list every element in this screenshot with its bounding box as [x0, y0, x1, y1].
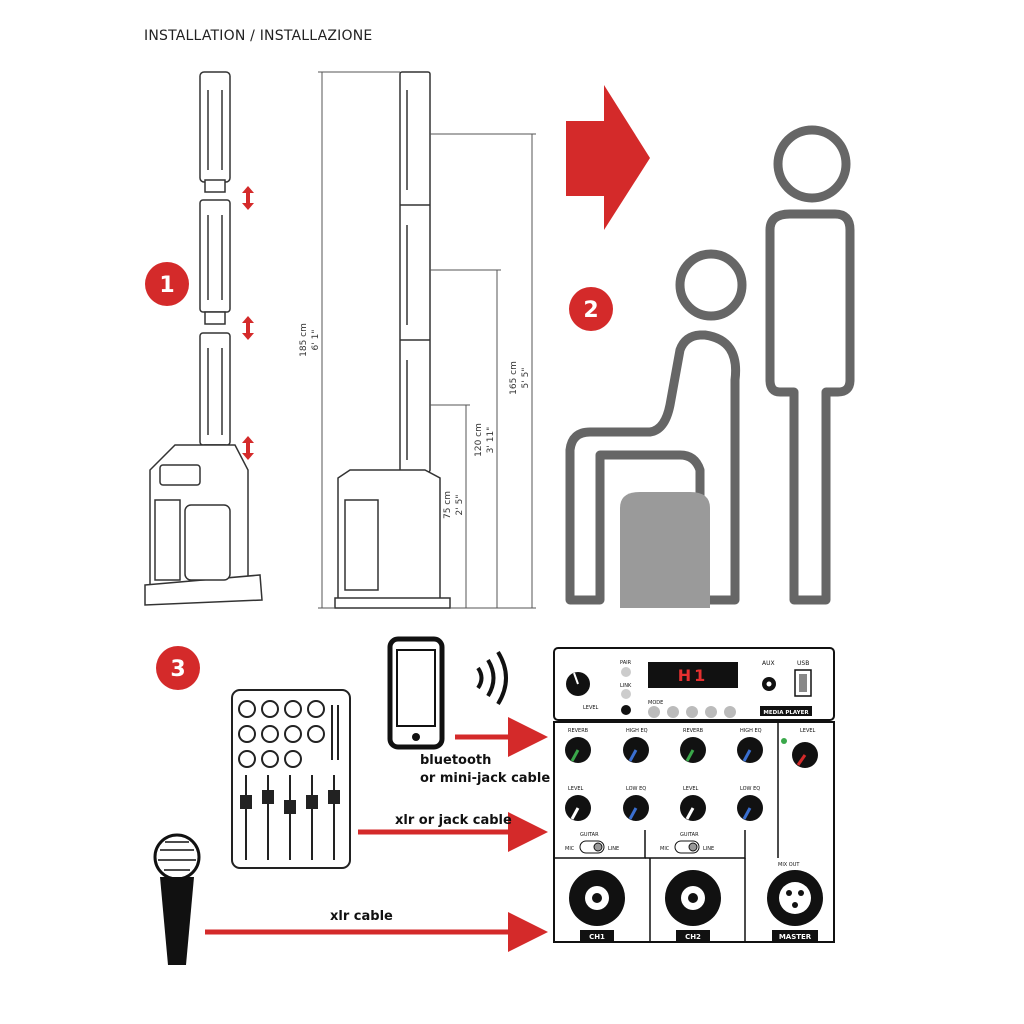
svg-text:LEVEL: LEVEL: [683, 786, 699, 792]
aux-jack-icon: [762, 677, 776, 691]
mode-label: MODE: [648, 700, 663, 706]
connection-labels: bluetooth or mini-jack cable xlr or jack…: [330, 753, 550, 924]
svg-text:HIGH EQ: HIGH EQ: [740, 728, 762, 734]
svg-text:3' 11": 3' 11": [486, 427, 496, 454]
svg-text:165 cm: 165 cm: [509, 361, 519, 395]
exploded-column: [144, 71, 263, 606]
media-level-label: LEVEL: [583, 705, 599, 711]
microphone-icon: [153, 833, 201, 965]
svg-text:HIGH EQ: HIGH EQ: [626, 728, 648, 734]
svg-text:xlr cable: xlr cable: [330, 909, 393, 924]
ch2-combo-jack-icon: [665, 870, 721, 926]
svg-text:bluetooth: bluetooth: [420, 753, 491, 768]
mixer-icon: [231, 689, 351, 869]
svg-text:MEDIA PLAYER: MEDIA PLAYER: [763, 710, 809, 716]
assembly-arrows: [242, 186, 254, 460]
svg-text:LOW EQ: LOW EQ: [740, 786, 760, 792]
step-2-badge: 2: [569, 287, 613, 331]
svg-text:MASTER: MASTER: [779, 933, 812, 941]
svg-text:or mini-jack cable: or mini-jack cable: [420, 771, 550, 786]
connection-arrows: [205, 717, 548, 952]
svg-text:CH1: CH1: [589, 933, 605, 941]
svg-text:CH2: CH2: [685, 933, 701, 941]
dimension-lines: [318, 71, 536, 609]
dimension-labels: 185 cm 6' 1" 165 cm 5' 5" 120 cm 3' 11" …: [299, 323, 531, 519]
smartphone-icon: [387, 636, 445, 750]
svg-text:LOW EQ: LOW EQ: [626, 786, 646, 792]
stool: [620, 492, 710, 608]
link-label: LINK: [620, 683, 632, 689]
svg-text:REVERB: REVERB: [683, 728, 704, 734]
svg-text:1: 1: [159, 273, 174, 298]
media-level-knob: [566, 672, 590, 696]
svg-text:185 cm: 185 cm: [299, 323, 309, 357]
svg-text:GUITAR: GUITAR: [680, 832, 699, 838]
pair-led: [621, 667, 631, 677]
usb-port-icon: [794, 669, 812, 697]
svg-text:LINE: LINE: [608, 846, 619, 852]
mic-line-switches: [579, 840, 700, 854]
page-title: INSTALLATION / INSTALLAZIONE: [144, 28, 373, 44]
svg-text:6' 1": 6' 1": [311, 330, 321, 351]
big-red-arrow: [566, 85, 650, 230]
master-xlr-out-icon: [767, 870, 823, 926]
pair-label: PAIR: [620, 660, 632, 666]
usb-label: USB: [797, 660, 809, 667]
svg-text:REVERB: REVERB: [568, 728, 589, 734]
panel-labels: REVERB HIGH EQ REVERB HIGH EQ LEVEL LEVE…: [565, 728, 816, 868]
step-1-badge: 1: [145, 262, 189, 306]
bluetooth-icon: [621, 705, 631, 715]
standing-person-icon: [765, 125, 855, 605]
svg-text:2' 5": 2' 5": [455, 495, 465, 516]
svg-text:75 cm: 75 cm: [443, 491, 453, 519]
svg-text:LEVEL: LEVEL: [568, 786, 584, 792]
signal-led: [781, 738, 787, 744]
aux-label: AUX: [762, 660, 775, 667]
svg-text:3: 3: [170, 657, 185, 682]
svg-text:MIC: MIC: [565, 846, 575, 852]
link-led: [621, 689, 631, 699]
channel-tags: CH1 CH2 MASTER: [580, 930, 818, 941]
ch1-combo-jack-icon: [569, 870, 625, 926]
seated-person-icon: [565, 249, 747, 605]
svg-text:LEVEL: LEVEL: [800, 728, 816, 734]
media-transport-buttons: [648, 706, 736, 718]
wireless-signal-icon: [476, 650, 508, 706]
svg-text:xlr or jack cable: xlr or jack cable: [395, 813, 512, 828]
media-player-tag: MEDIA PLAYER: [760, 706, 812, 716]
svg-text:5' 5": 5' 5": [521, 368, 531, 389]
step-3-badge: 3: [156, 646, 200, 690]
svg-text:MIX OUT: MIX OUT: [778, 862, 800, 868]
svg-text:LINE: LINE: [703, 846, 714, 852]
led-display: H1: [648, 662, 738, 688]
svg-text:MIC: MIC: [660, 846, 670, 852]
svg-text:2: 2: [583, 298, 598, 323]
channel-knobs: [565, 737, 818, 821]
svg-text:GUITAR: GUITAR: [580, 832, 599, 838]
svg-text:H1: H1: [678, 666, 709, 685]
assembled-column: [334, 71, 451, 609]
svg-text:120 cm: 120 cm: [474, 423, 484, 457]
